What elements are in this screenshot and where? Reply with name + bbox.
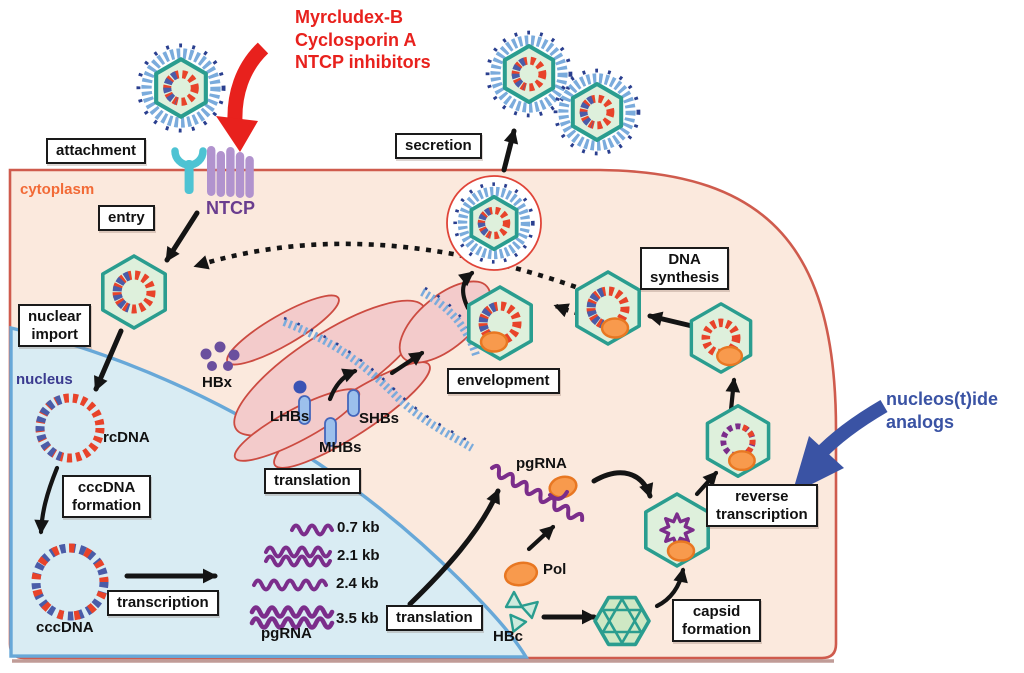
- transcript-2-1kb-label: 2.1 kb: [337, 547, 380, 564]
- transcript-waves: [249, 523, 335, 630]
- mhbs-label: MHBs: [319, 439, 362, 456]
- transcript-3-5kb-label: 3.5 kb: [336, 610, 379, 627]
- ntcp-protein-icon: [207, 146, 254, 198]
- label-capsid-formation: capsid formation: [672, 599, 762, 643]
- label-translation-right: translation: [386, 605, 483, 631]
- pgrna-molecule: [490, 463, 585, 522]
- capsid-reverse-transcription: [705, 403, 771, 479]
- secreted-virion-1: [488, 33, 571, 116]
- capsid-pgrna: [643, 492, 711, 568]
- receptor-icon: [171, 147, 207, 194]
- hbs-proteins: [293, 380, 360, 447]
- analogs-note: nucleos(t)ide analogs: [886, 389, 999, 432]
- analog-arrow-icon: [792, 399, 888, 494]
- label-dna-synthesis: DNA synthesis: [640, 247, 730, 291]
- budding-virion: [446, 175, 542, 271]
- pgrna-cyto-label: pgRNA: [516, 455, 567, 472]
- label-translation-left: translation: [264, 468, 361, 494]
- secreted-virion-2: [556, 71, 639, 154]
- hbx-protein-icon: [200, 341, 240, 371]
- capsid-empty-icosahedron: [593, 595, 651, 647]
- transcript-0-7kb-label: 0.7 kb: [337, 519, 380, 536]
- capsid-mature-rcdna: [574, 270, 642, 346]
- ntcp-label: NTCP: [206, 198, 255, 218]
- label-secretion: secretion: [395, 133, 482, 159]
- pgrna-nuclear-label: pgRNA: [261, 625, 312, 642]
- incoming-virion: [138, 45, 223, 130]
- label-nuclear-import: nuclear import: [18, 304, 92, 348]
- label-cccdna-formation: cccDNA formation: [62, 475, 152, 519]
- label-attachment: attachment: [46, 138, 147, 164]
- label-entry: entry: [98, 205, 155, 231]
- label-transcription: transcription: [107, 590, 219, 616]
- capsid-envelopment: [466, 285, 534, 361]
- pol-label: Pol: [543, 561, 567, 578]
- hbc-icon: [504, 590, 539, 633]
- lhbs-label: LHBs: [270, 408, 310, 425]
- cccdna-ring: [31, 543, 109, 621]
- hbc-label: HBc: [493, 628, 524, 645]
- pol-icon: [503, 561, 539, 587]
- process-arrows: [34, 128, 741, 625]
- label-envelopment: envelopment: [447, 368, 560, 394]
- region-label-cytoplasm: cytoplasm: [20, 181, 95, 198]
- transcript-2-4kb-label: 2.4 kb: [336, 575, 379, 592]
- label-reverse-transcription: reverse transcription: [706, 484, 818, 528]
- hbx-label: HBx: [202, 374, 233, 391]
- rcdna-ring: [35, 393, 105, 463]
- rcdna-label: rcDNA: [103, 429, 150, 446]
- region-label-nucleus: nucleus: [16, 371, 73, 388]
- capsid-entry: [100, 254, 168, 330]
- capsid-ssdna: [689, 302, 753, 374]
- inhibitors-note: Myrcludex-B Cyclosporin A NTCP inhibitor…: [295, 7, 431, 72]
- cccdna-label: cccDNA: [36, 619, 94, 636]
- envelope-membrane-piece: [398, 280, 492, 364]
- recycle-dotted-arrow: [193, 241, 641, 315]
- inhibitor-arrow-icon: [216, 42, 269, 152]
- shbs-label: SHBs: [359, 410, 400, 427]
